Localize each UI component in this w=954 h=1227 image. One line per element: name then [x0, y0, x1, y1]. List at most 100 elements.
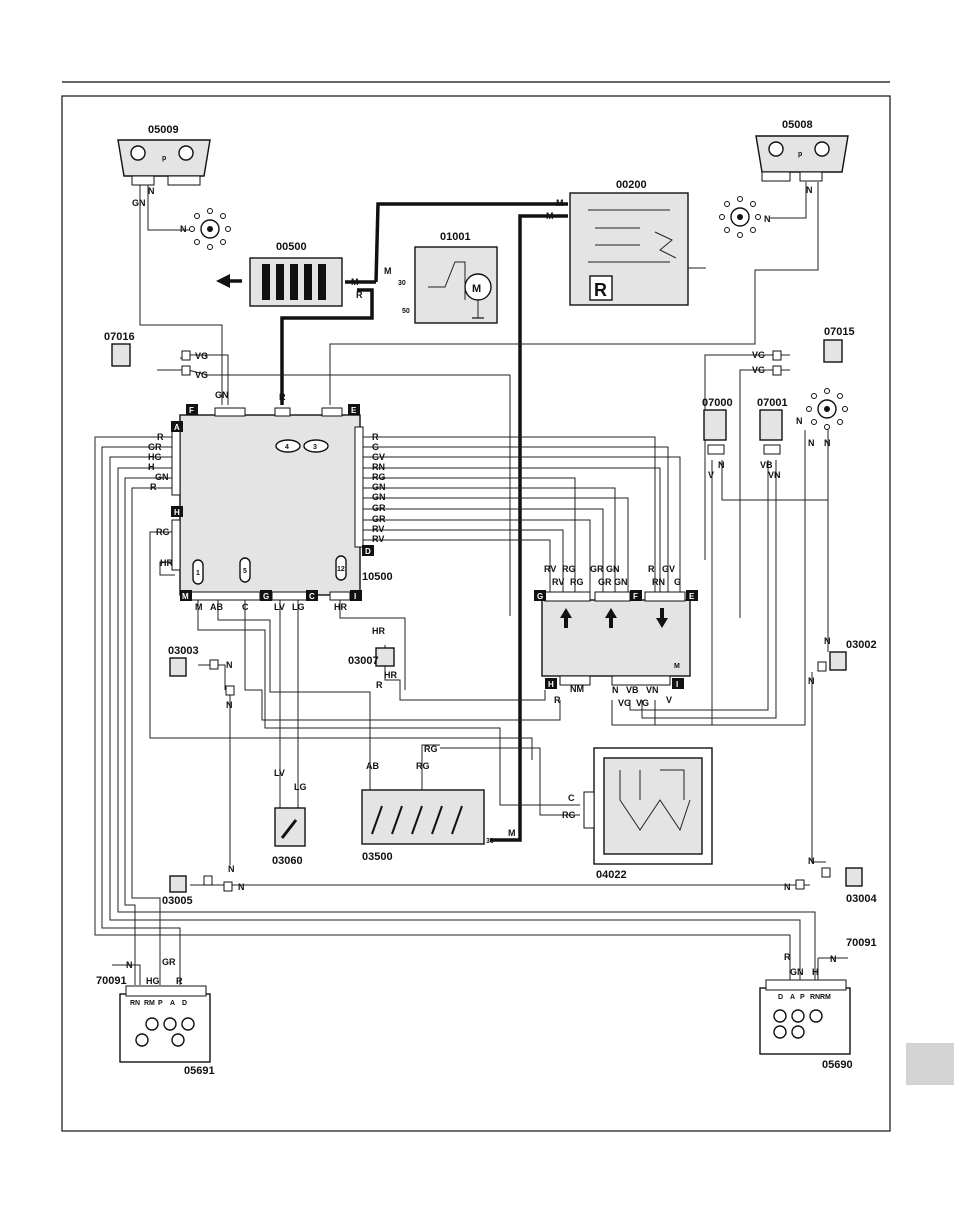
wire-label: HG: [146, 976, 160, 986]
component-03003: 03003: [168, 645, 235, 696]
wire-label: GR: [598, 577, 612, 587]
wire-label: RG: [372, 472, 386, 482]
wire-label: GV: [662, 564, 675, 574]
tab-I: I: [354, 592, 356, 601]
wire-label: VB: [760, 460, 773, 470]
tab-H: H: [174, 508, 180, 517]
wire-label: G: [372, 442, 379, 452]
wire-label: N: [806, 185, 813, 195]
label-05009: 05009: [148, 124, 179, 136]
wire-label: HR: [372, 626, 385, 636]
lamp-pin-A-right: A: [790, 994, 795, 1001]
wire-label: GR: [372, 514, 386, 524]
label-03060: 03060: [272, 855, 303, 867]
wire-label: GN: [606, 564, 620, 574]
wire-label: RG: [562, 564, 576, 574]
tab-A: A: [174, 423, 180, 432]
label-07015: 07015: [824, 326, 855, 338]
wire-label: VN: [768, 470, 781, 480]
wire-label: GR: [162, 957, 176, 967]
wire-label: HR: [334, 602, 347, 612]
component-05691: RN RM P A D 05691: [119, 985, 215, 1077]
wire-label: R: [554, 695, 561, 705]
lamp-pin-RM-left: RM: [144, 1000, 155, 1007]
wire-label: N: [764, 214, 771, 224]
label-07001: 07001: [757, 397, 788, 409]
wire-label: GR: [590, 564, 604, 574]
ecu-fuse-12: 12: [337, 566, 345, 573]
module-glyph-M: M: [674, 663, 680, 670]
label-10500: 10500: [362, 571, 393, 583]
label-03002: 03002: [846, 639, 877, 651]
wire-label: N: [226, 700, 233, 710]
tab-H-module: H: [548, 680, 554, 689]
wire-label: VG: [195, 351, 208, 361]
wire-label: N: [808, 856, 815, 866]
signal-wires: [94, 182, 848, 985]
label-03004: 03004: [846, 893, 877, 905]
label-07000: 07000: [702, 397, 733, 409]
tab-E-module: E: [689, 592, 695, 601]
component-03500: 30 03500: [361, 789, 494, 863]
wire-label: N: [824, 636, 831, 646]
component-10500: 4 3 1 5 12 10500 F E A H D M G C I: [171, 404, 393, 601]
tab-F: F: [189, 406, 194, 415]
lamp-pin-D-left: D: [182, 1000, 187, 1007]
wire-label: R: [784, 952, 791, 962]
wire-label: N: [784, 882, 791, 892]
wire-label: M: [508, 828, 516, 838]
wire-label: N: [796, 416, 803, 426]
wire-label: RV: [372, 524, 384, 534]
glyph-p: p: [162, 155, 166, 162]
wire-label: R: [150, 482, 157, 492]
wire-label: RG: [156, 527, 170, 537]
page-side-tab: [906, 1043, 954, 1085]
wire-label: N: [148, 186, 155, 196]
label-05008: 05008: [782, 119, 813, 131]
ground-star-top-right: [719, 196, 761, 238]
wire-label: GN: [372, 492, 386, 502]
wire-label: R: [372, 432, 379, 442]
wire-label: N: [228, 864, 235, 874]
component-07000: 07000: [702, 397, 733, 455]
wire-label: RV: [372, 534, 384, 544]
wire-label: M: [556, 198, 564, 208]
terminal-50: 50: [402, 308, 410, 315]
motor-glyph: M: [472, 283, 481, 295]
wire-label: AB: [210, 602, 223, 612]
wire-label: C: [242, 602, 249, 612]
tab-D: D: [365, 547, 371, 556]
wire-label: LG: [294, 782, 307, 792]
wire-label: R: [356, 290, 363, 300]
component-03002: 03002: [817, 639, 877, 672]
wire-label: C: [568, 793, 575, 803]
wire-label: N: [830, 954, 837, 964]
tab-G: G: [263, 592, 269, 601]
component-05008: p 05008: [755, 119, 849, 182]
lamp-pin-RN-right: RN: [810, 994, 820, 1001]
wire-label: R: [376, 680, 383, 690]
wire-label: N: [238, 882, 245, 892]
wire-label: N: [226, 660, 233, 670]
component-07016: 07016: [104, 331, 191, 376]
tab-M: M: [182, 592, 189, 601]
wire-label: RG: [570, 577, 584, 587]
ecu-node-4: 4: [285, 444, 289, 451]
wire-label: M: [546, 211, 554, 221]
component-07001: 07001: [757, 397, 788, 455]
label-05690: 05690: [822, 1059, 853, 1071]
lamp-pin-RN-left: RN: [130, 1000, 140, 1007]
tab-G-module: G: [537, 592, 543, 601]
wire-label: H: [148, 462, 155, 472]
terminal-30-b: 30: [486, 838, 494, 845]
wire-label: GN: [215, 390, 229, 400]
component-03060: 03060: [272, 807, 306, 867]
wire-label: RN: [372, 462, 385, 472]
terminal-30: 30: [398, 280, 406, 287]
wire-label: VN: [646, 685, 659, 695]
wire-label: M: [351, 277, 359, 287]
glyph-p-2: p: [798, 151, 802, 158]
label-70091-right: 70091: [846, 937, 877, 949]
tab-F-module: F: [633, 592, 638, 601]
